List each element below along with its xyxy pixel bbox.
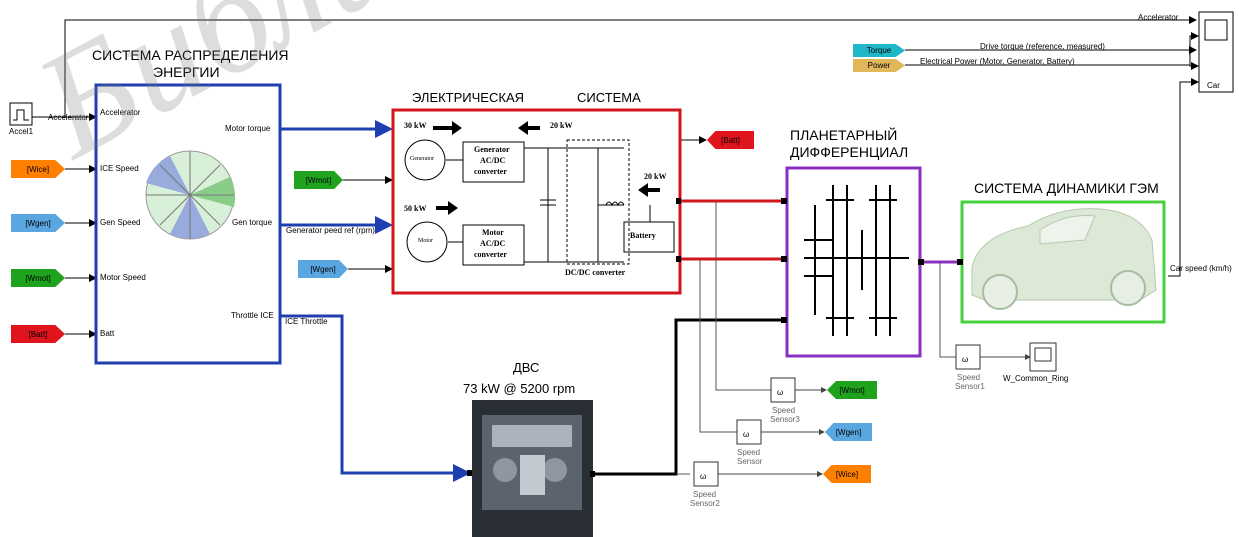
dcdc-label: DC/DC converter	[565, 268, 625, 277]
tag-batt-in[interactable]: [Batt]	[11, 325, 65, 343]
electric-title-line2: СИСТЕМА	[577, 90, 641, 105]
drive-torque-label: Drive torque (reference, measured)	[980, 42, 1105, 51]
accel1-label: Accel1	[9, 127, 33, 136]
ice-throttle-label: ICE Throttle	[285, 317, 328, 326]
tag-wice-out[interactable]: [Wice]	[823, 465, 871, 483]
generator-speed-ref-label: Generator peed ref (rpm)	[286, 226, 375, 235]
port-gen-torque: Gen torque	[232, 218, 272, 227]
energy-title-line2: ЭНЕРГИИ	[153, 64, 220, 80]
svg-text:ω: ω	[700, 472, 706, 481]
sensor2-label-2: Sensor2	[690, 499, 720, 508]
engine-title-line1: ДВС	[513, 360, 539, 375]
mot-conv-1: Motor	[482, 228, 504, 237]
engine-title-line2: 73 kW @ 5200 rpm	[463, 381, 575, 396]
electrical-power-label: Electrical Power (Motor, Generator, Batt…	[920, 57, 1075, 66]
svg-text:ω: ω	[962, 355, 968, 364]
svg-text:ω: ω	[777, 388, 783, 397]
planetary-block	[787, 168, 920, 356]
accel1-block	[10, 103, 32, 125]
tag-wice-in[interactable]: [Wice]	[11, 160, 65, 178]
planetary-title-line1: ПЛАНЕТАРНЫЙ	[790, 127, 897, 143]
power-20kw-b: 20 kW	[644, 172, 666, 181]
electric-title-line1: ЭЛЕКТРИЧЕСКАЯ	[412, 90, 524, 105]
battery-label: Battery	[630, 231, 656, 240]
accelerator-top-label: Accelerator	[1138, 13, 1178, 22]
power-20kw-a: 20 kW	[550, 121, 572, 130]
sensor2-label-1: Speed	[693, 490, 716, 499]
energy-title-line1: СИСТЕМА РАСПРЕДЕЛЕНИЯ	[92, 47, 289, 63]
tag-wmot-mid[interactable]: [Wmot]	[294, 171, 343, 189]
dynamics-title: СИСТЕМА ДИНАМИКИ ГЭМ	[974, 180, 1159, 196]
mot-conv-3: converter	[474, 250, 507, 259]
svg-text:ω: ω	[743, 430, 749, 439]
car-label: Car	[1207, 81, 1220, 90]
port-gen-speed: Gen Speed	[100, 218, 140, 227]
tag-wmot-in[interactable]: [Wmot]	[11, 269, 65, 287]
sensor1-label-2: Sensor1	[955, 382, 985, 391]
tag-power[interactable]: Power	[853, 59, 905, 72]
tag-wmot-out[interactable]: [Wmot]	[827, 381, 877, 399]
mot-conv-2: AC/DC	[480, 239, 505, 248]
port-ice-speed: ICE Speed	[100, 164, 139, 173]
port-accelerator: Accelerator	[100, 108, 140, 117]
sensor-label-1: Speed	[737, 448, 760, 457]
gen-conv-1: Generator	[474, 145, 510, 154]
planetary-title-line2: ДИФФЕРЕНЦИАЛ	[790, 144, 908, 160]
electric-system-block	[393, 110, 680, 293]
gen-conv-3: converter	[474, 167, 507, 176]
scope-label: W_Common_Ring	[1003, 374, 1068, 383]
sensor3-label-1: Speed	[772, 406, 795, 415]
power-30kw: 30 kW	[404, 121, 426, 130]
motor-label: Motor	[418, 238, 433, 244]
port-motor-torque: Motor torque	[225, 124, 270, 133]
fan-graphic	[146, 151, 235, 239]
sensor-label-2: Sensor	[737, 457, 762, 466]
tag-wgen-out[interactable]: [Wgen]	[825, 423, 872, 441]
car-speed-label: Car speed (km/h)	[1170, 264, 1232, 273]
sensor1-label-1: Speed	[957, 373, 980, 382]
tag-wgen-in[interactable]: [Wgen]	[11, 214, 65, 232]
tag-torque[interactable]: Torque	[853, 44, 905, 57]
power-50kw: 50 kW	[404, 204, 426, 213]
port-throttle-ice: Throttle ICE	[231, 311, 274, 320]
tag-wgen-mid[interactable]: [Wgen]	[298, 260, 348, 278]
gen-conv-2: AC/DC	[480, 156, 505, 165]
port-batt: Batt	[100, 329, 114, 338]
generator-label: Generator	[410, 156, 434, 162]
port-motor-speed: Motor Speed	[100, 273, 146, 282]
accelerator-signal-label: Accelerator	[48, 113, 88, 122]
tag-batt-out[interactable]: [Batt]	[707, 131, 754, 149]
sensor3-label-2: Sensor3	[770, 415, 800, 424]
